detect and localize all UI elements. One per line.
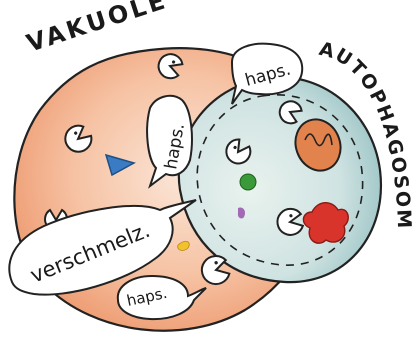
green-dot-cargo [240,174,256,190]
